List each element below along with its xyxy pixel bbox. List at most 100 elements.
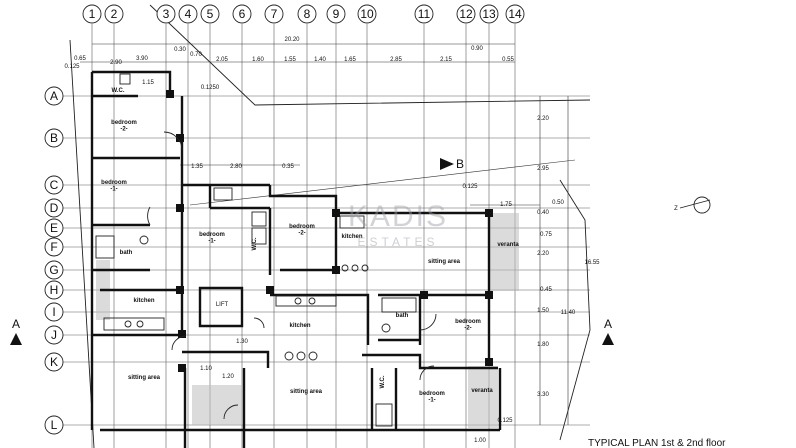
row-label-k: K — [50, 355, 58, 369]
room-wc-1: W.C. — [112, 88, 125, 94]
drawing-title: TYPICAL PLAN 1st & 2nd floor — [588, 438, 726, 448]
dim-text: 0.45 — [540, 287, 552, 293]
dimension-lines — [80, 43, 569, 425]
dim-text: 1.35 — [191, 164, 203, 170]
north-arrow-icon: Z — [674, 196, 711, 214]
column-label-4: 4 — [185, 7, 192, 21]
dim-text: 1.30 — [236, 339, 248, 345]
room-bath-left: bath — [120, 250, 133, 256]
row-label-h: H — [50, 283, 59, 297]
room-sitting-middle: sitting area — [290, 389, 323, 395]
dim-text: 0.55 — [502, 57, 514, 63]
column-label-6: 6 — [239, 7, 246, 21]
column-bubble — [82, 4, 102, 24]
column-label-1: 1 — [89, 7, 96, 21]
row-label-g: G — [49, 263, 58, 277]
room-veranta-bottom: veranta — [471, 388, 493, 394]
dim-text: 0.90 — [471, 46, 483, 52]
column-label-3: 3 — [163, 7, 170, 21]
dim-text: 11.40 — [561, 310, 576, 316]
row-label-l: L — [51, 418, 58, 432]
row-label-a: A — [50, 89, 58, 103]
dim-text: 0.35 — [282, 164, 294, 170]
column-labels: 1 2 3 4 5 6 7 8 9 10 11 12 13 14 — [82, 4, 525, 24]
dim-text: 1.65 — [344, 57, 356, 63]
dim-total: 20.20 — [284, 37, 300, 43]
column-label-7: 7 — [271, 7, 278, 21]
columns — [166, 90, 493, 372]
watermark-sub: ESTATES — [358, 235, 439, 249]
bottom-dimensions: 1.30 1.10 1.20 1.00 — [200, 339, 486, 444]
dim-text: 0.70 — [190, 52, 202, 58]
room-labels: W.C. bedroom-2- bedroom-1- bath bedroom-… — [101, 88, 519, 404]
site-boundary — [69, 4, 591, 448]
column-label-9: 9 — [333, 7, 340, 21]
row-labels: A B C D E F G H I J K L — [44, 86, 64, 435]
dim-text: 1.50 — [537, 308, 549, 314]
dim-text: 1.00 — [474, 438, 486, 444]
dim-text: 1.55 — [284, 57, 296, 63]
room-wc-3: W.C. — [380, 375, 386, 388]
north-label: Z — [674, 206, 678, 212]
column-label-2: 2 — [111, 7, 118, 21]
dim-text: 0.125 — [462, 184, 478, 190]
section-label-right: A — [604, 317, 612, 331]
doors — [147, 131, 437, 420]
row-label-d: D — [50, 201, 59, 215]
dim-text: 2.85 — [390, 57, 402, 63]
fixtures — [95, 73, 417, 427]
room-veranta-right: veranta — [497, 242, 519, 248]
watermark: KADIS ESTATES — [348, 200, 448, 249]
room-kitchen-left: kitchen — [133, 298, 154, 304]
hatched-areas — [96, 213, 519, 428]
watermark-brand: KADIS — [348, 200, 448, 233]
room-kitchen-middle: kitchen — [289, 323, 310, 329]
column-label-13: 13 — [482, 7, 496, 21]
dim-text: 0.40 — [537, 210, 549, 216]
dim-text: 0.50 — [552, 200, 564, 206]
dim-text: 1.80 — [537, 342, 549, 348]
dim-text: 2.80 — [230, 164, 242, 170]
room-bath-right: bath — [396, 313, 409, 319]
row-label-c: C — [50, 178, 59, 192]
row-label-e: E — [50, 221, 58, 235]
room-bedroom-1-center: bedroom-1- — [199, 232, 225, 245]
dim-text: 2.20 — [537, 251, 549, 257]
dim-text: 1.10 — [200, 366, 212, 372]
row-label-f: F — [50, 240, 57, 254]
section-label-b: B — [456, 157, 464, 171]
dim-text: 0.125 — [64, 64, 80, 70]
dim-text: 0.1250 — [201, 85, 220, 91]
room-lift: LIFT — [216, 302, 229, 308]
dim-text: 3.30 — [537, 392, 549, 398]
section-arrow-b-icon — [440, 158, 454, 170]
column-label-8: 8 — [304, 7, 311, 21]
dim-text: 0.65 — [74, 56, 86, 62]
row-label-i: I — [52, 305, 55, 319]
column-label-14: 14 — [508, 7, 522, 21]
dim-text: 2.05 — [216, 57, 228, 63]
room-sitting-center: sitting area — [428, 259, 461, 265]
dim-text: 0.125 — [497, 418, 513, 424]
dim-text: 2.95 — [537, 166, 549, 172]
room-bedroom-2-top: bedroom-2- — [111, 120, 137, 133]
column-label-12: 12 — [459, 7, 473, 21]
section-arrow-right-icon — [602, 333, 614, 345]
room-bedroom-1-left: bedroom-1- — [101, 180, 127, 193]
dim-text: 2.20 — [537, 116, 549, 122]
section-markers: A A B — [10, 157, 614, 345]
right-dimensions: 2.20 2.95 0.40 0.75 2.20 0.45 1.50 11.40… — [497, 116, 600, 424]
row-label-j: J — [51, 328, 57, 342]
room-bedroom-2-center: bedroom-2- — [289, 224, 315, 237]
dim-text: 0.75 — [540, 232, 552, 238]
dim-text: 1.75 — [500, 202, 512, 208]
room-bedroom-1-right: bedroom-1- — [419, 391, 445, 404]
dim-text: 1.15 — [142, 80, 154, 86]
row-label-b: B — [50, 131, 58, 145]
dim-text: 3.90 — [136, 56, 148, 62]
dim-text: 0.30 — [174, 47, 186, 53]
dim-text: 2.15 — [440, 57, 452, 63]
column-label-10: 10 — [360, 7, 374, 21]
room-bedroom-2-right: bedroom-2- — [455, 319, 481, 332]
